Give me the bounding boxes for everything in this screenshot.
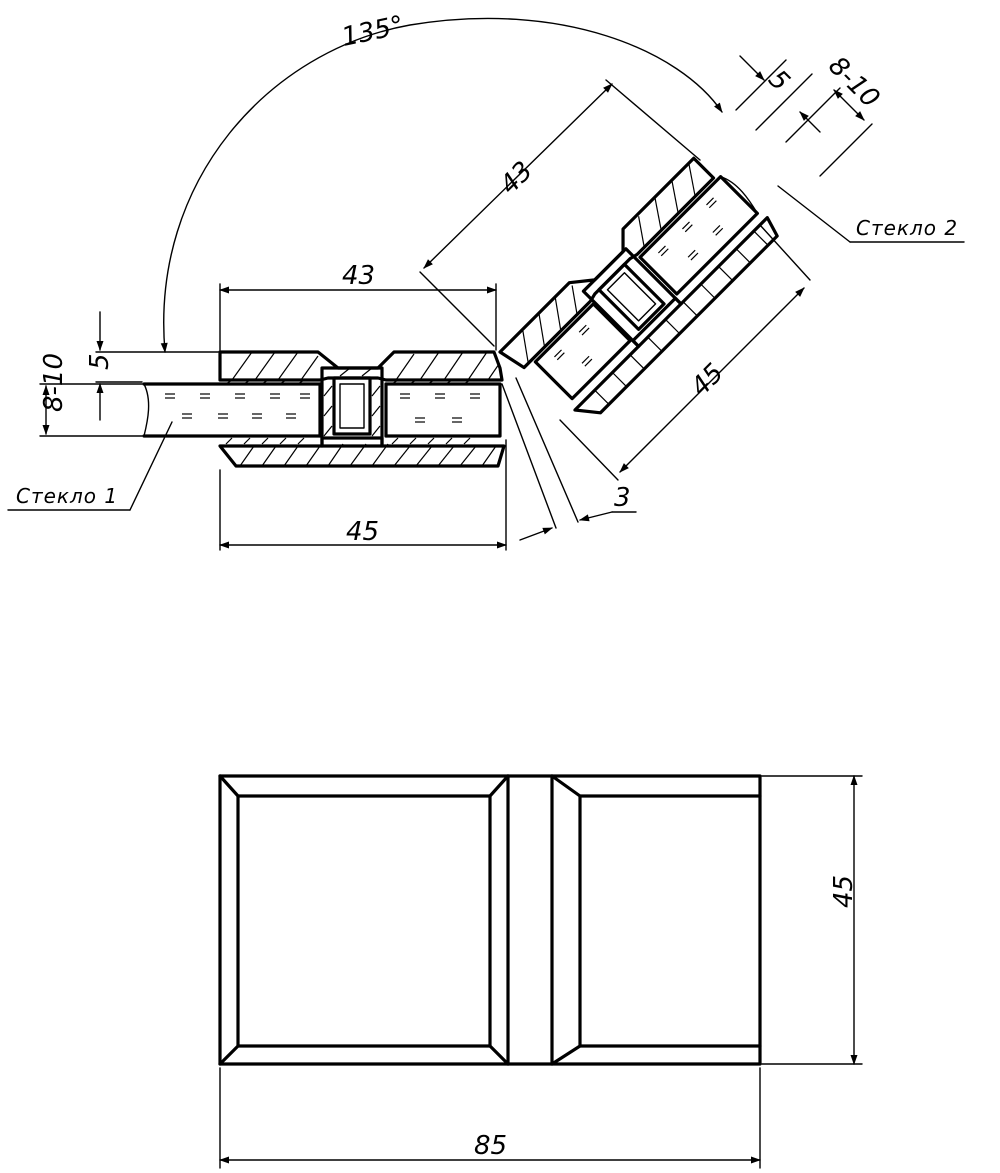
front-view: 85 45 bbox=[218, 774, 863, 1169]
top-plate-length-text: 43 bbox=[342, 261, 375, 291]
glass-1 bbox=[142, 379, 502, 445]
glass-thickness-right-text: 8-10 bbox=[822, 51, 885, 114]
left-lower-plate bbox=[218, 436, 506, 468]
left-upper-plate bbox=[218, 350, 504, 382]
plate-thickness-left-text: 5 bbox=[85, 353, 115, 370]
angle-label: 135° bbox=[339, 10, 407, 52]
dim-gap: 3 bbox=[501, 377, 637, 541]
dim-front-width: 85 bbox=[219, 1067, 761, 1169]
plate-thickness-right-text: 5 bbox=[762, 64, 795, 97]
glass-1-leader: Стекло 1 bbox=[7, 421, 173, 511]
left-connector bbox=[320, 366, 384, 448]
glass-1-label: Стекло 1 bbox=[16, 484, 118, 508]
glass-2-leader: Стекло 2 bbox=[777, 185, 965, 243]
dim-plate-thickness-left: 5 bbox=[85, 311, 219, 421]
glass-thickness-left-text: 8-10 bbox=[39, 353, 69, 412]
angled-bottom-length-text: 45 bbox=[685, 358, 730, 403]
front-width-text: 85 bbox=[474, 1131, 507, 1161]
dim-bottom-plate-length: 45 bbox=[219, 439, 507, 551]
section-view: 135° bbox=[7, 10, 965, 551]
angle-dimension: 135° bbox=[160, 10, 723, 353]
glass-2-label: Стекло 2 bbox=[856, 216, 958, 240]
front-height-text: 45 bbox=[829, 875, 859, 908]
angled-clamp bbox=[498, 156, 779, 415]
bottom-plate-length-text: 45 bbox=[346, 517, 379, 547]
gap-text: 3 bbox=[614, 483, 631, 513]
dim-front-height: 45 bbox=[761, 775, 863, 1065]
dim-top-plate-length: 43 bbox=[219, 261, 497, 351]
dim-glass-thickness-left: 8-10 bbox=[39, 353, 143, 437]
dim-angled-bottom-length: 45 bbox=[559, 224, 811, 481]
